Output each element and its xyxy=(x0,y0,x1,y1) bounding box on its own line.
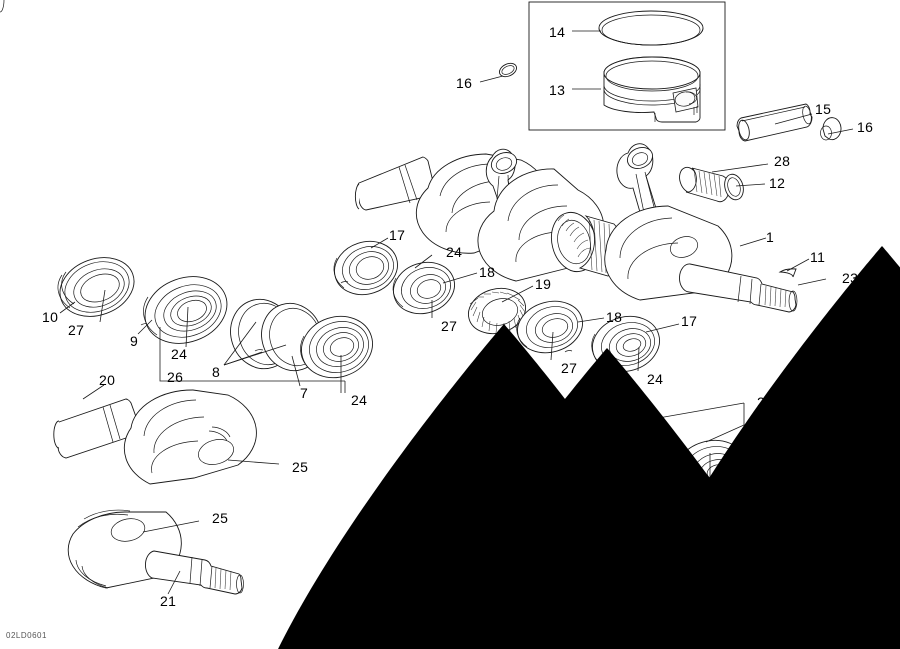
callout-24-a: 24 xyxy=(446,244,463,260)
callout-5: 5 xyxy=(851,467,860,483)
callout-11: 11 xyxy=(810,249,826,265)
callout-22: 22 xyxy=(760,628,777,644)
callout-23-bottom: 23 xyxy=(873,539,890,555)
callout-20: 20 xyxy=(99,372,116,388)
callout-2: 2 xyxy=(528,448,537,464)
callout-27-a: 27 xyxy=(441,318,458,334)
callout-14: 14 xyxy=(549,24,566,40)
callout-17-left: 17 xyxy=(389,227,406,243)
callout-16-left: 16 xyxy=(456,75,473,91)
drawing-number: 02LD0601 xyxy=(6,631,47,640)
callout-26-left: 26 xyxy=(167,369,184,385)
callout-27-d: 27 xyxy=(826,456,843,472)
callout-15: 15 xyxy=(815,101,832,117)
callout-4: 4 xyxy=(788,444,797,460)
callout-24-b: 24 xyxy=(647,371,664,387)
callout-6: 6 xyxy=(884,474,893,490)
callout-9: 9 xyxy=(130,333,139,349)
callout-3: 3 xyxy=(658,491,667,507)
callout-8: 8 xyxy=(212,364,221,380)
callout-24-d: 24 xyxy=(351,392,368,408)
callout-13: 13 xyxy=(549,82,566,98)
callout-24-f: 24 xyxy=(711,498,728,514)
callout-1: 1 xyxy=(766,229,775,245)
callout-28: 28 xyxy=(774,153,791,169)
drop-icon-23-bottom xyxy=(859,541,900,649)
callout-18-right: 18 xyxy=(606,309,623,325)
callout-25-a: 25 xyxy=(292,459,309,475)
callout-16-right: 16 xyxy=(857,119,874,135)
callout-19: 19 xyxy=(535,276,552,292)
callout-27-c: 27 xyxy=(68,322,85,338)
callout-7: 7 xyxy=(300,385,309,401)
callout-21: 21 xyxy=(160,593,177,609)
callout-25-b: 25 xyxy=(212,510,229,526)
callout-24-e: 24 xyxy=(531,467,548,483)
callout-24-c: 24 xyxy=(171,346,188,362)
callout-26-right: 26 xyxy=(757,394,774,410)
callout-18-left: 18 xyxy=(479,264,496,280)
callout-27-b: 27 xyxy=(561,360,578,376)
callout-12: 12 xyxy=(769,175,786,191)
callout-17-right: 17 xyxy=(681,313,698,329)
callout-10: 10 xyxy=(42,309,59,325)
